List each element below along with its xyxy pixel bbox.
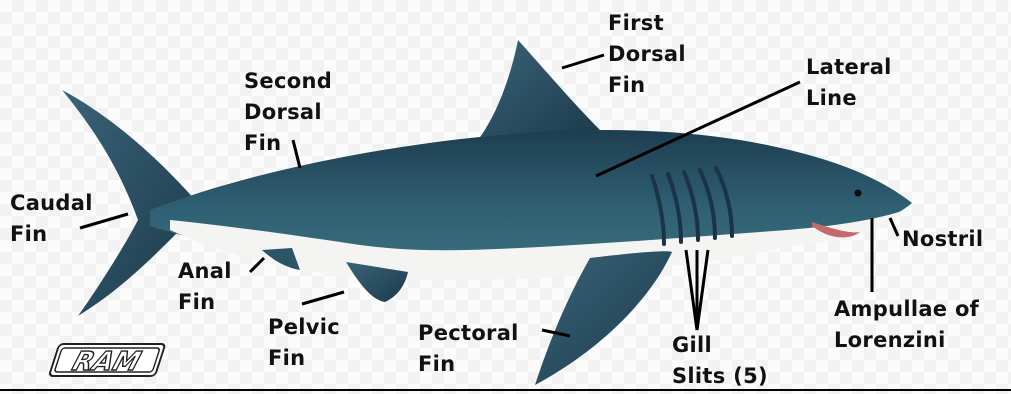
label-pelvic-fin: Pelvic Fin [268,312,340,374]
eye-shape [855,190,862,197]
label-lateral-line: Lateral Line [806,52,892,114]
label-pectoral-fin: Pectoral Fin [418,318,519,380]
leader-first-dorsal [562,55,604,68]
ram-logo: RAM [49,344,166,377]
svg-text:RAM: RAM [69,347,145,377]
label-first-dorsal-fin: First Dorsal Fin [608,8,686,101]
label-caudal-fin: Caudal Fin [10,188,93,250]
label-nostril: Nostril [902,224,983,255]
label-gill-slits: Gill Slits (5) [672,330,768,392]
first-dorsal-fin-shape [478,40,600,140]
leader-pelvic [302,292,344,304]
leader-nostril [890,218,898,236]
label-ampullae-of-lorenzini: Ampullae of Lorenzini [834,294,979,356]
label-second-dorsal-fin: Second Dorsal Fin [244,66,332,159]
label-anal-fin: Anal Fin [178,256,232,318]
